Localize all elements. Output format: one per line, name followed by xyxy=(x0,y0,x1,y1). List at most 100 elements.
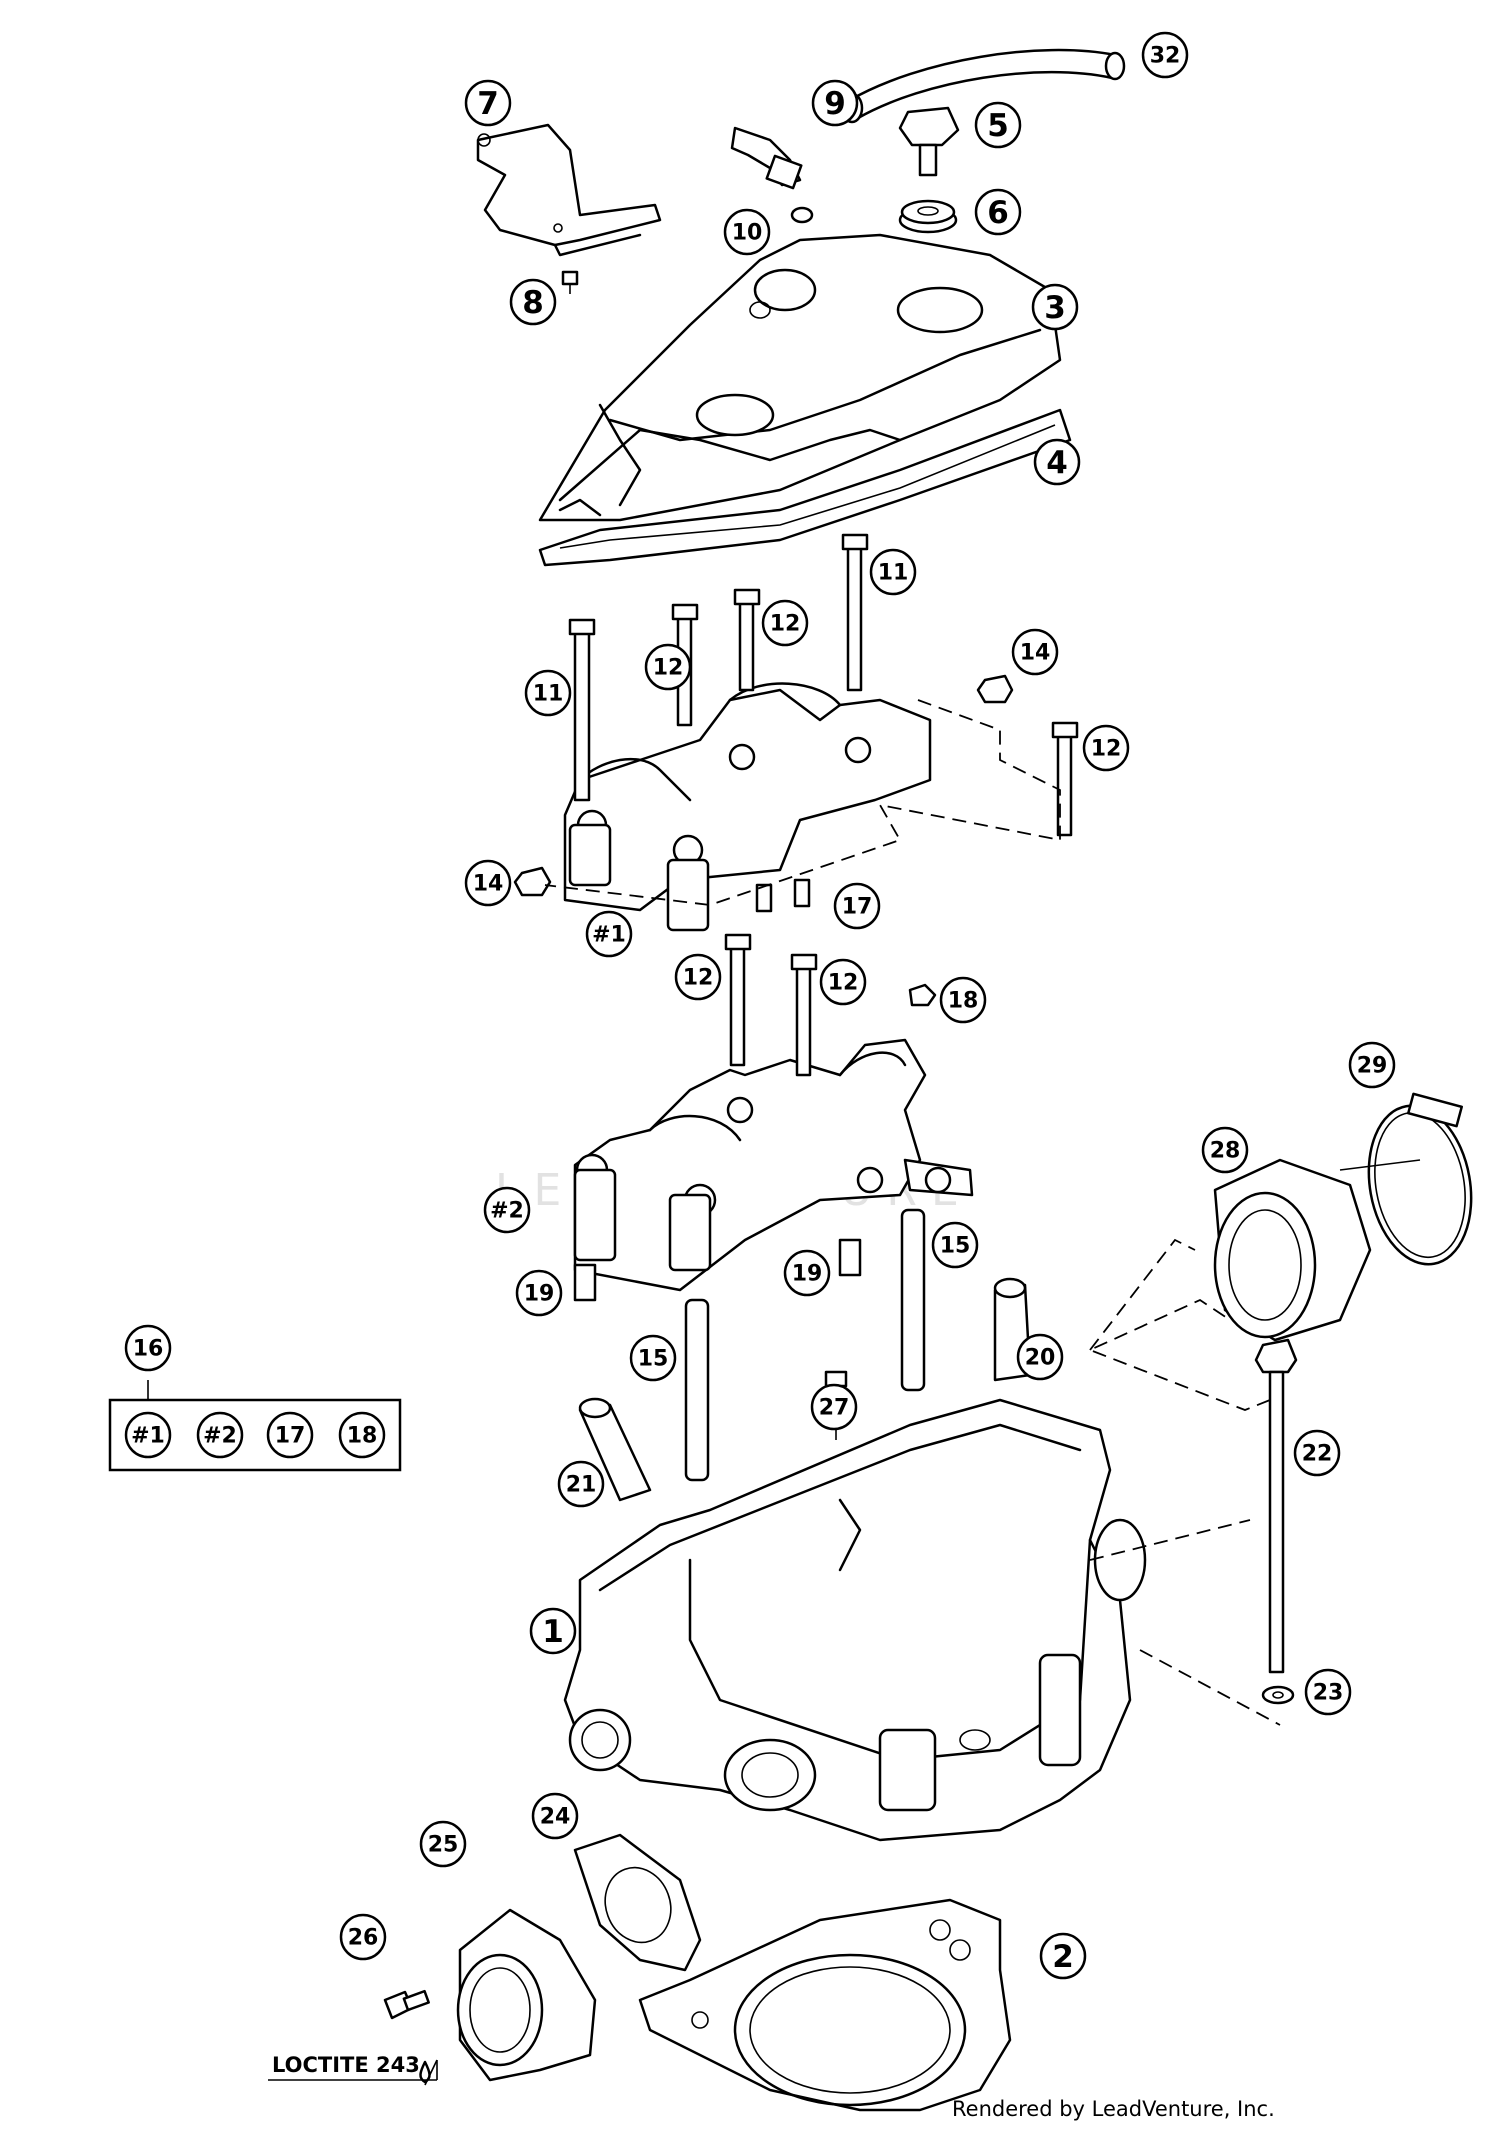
callout-label: 19 xyxy=(524,1282,555,1307)
callout-8: 8 xyxy=(509,278,557,326)
callout-circle xyxy=(557,1460,605,1508)
callout-label: 19 xyxy=(792,1262,823,1287)
callout-17: 17 xyxy=(833,882,881,930)
callout-32: 32 xyxy=(1141,31,1189,79)
callout-circle xyxy=(531,1792,579,1840)
callout-circle xyxy=(783,1249,831,1297)
callout-24: 24 xyxy=(531,1792,579,1840)
callout-3: 3 xyxy=(1031,283,1079,331)
callout-label: 26 xyxy=(348,1926,379,1951)
callout-circle xyxy=(644,643,692,691)
exhaust-flange xyxy=(456,1908,597,2082)
kit-item: #2 xyxy=(196,1411,244,1459)
callout-11: 11 xyxy=(524,669,572,717)
callout-6: 6 xyxy=(974,188,1022,236)
callout-circle xyxy=(1082,724,1130,772)
callout-label: 12 xyxy=(653,656,684,681)
callout-26: 26 xyxy=(339,1913,387,1961)
callout-circle xyxy=(124,1324,172,1372)
callout-29: 29 xyxy=(1348,1041,1396,1089)
callout-circle xyxy=(974,188,1022,236)
exhaust-gasket xyxy=(573,1833,702,1972)
callout-num1: #1 xyxy=(585,910,633,958)
callout-circle xyxy=(1031,283,1079,331)
callout-label: 5 xyxy=(987,108,1009,144)
valve-cover xyxy=(538,233,1062,522)
loctite-label: LOCTITE 243 xyxy=(272,2053,420,2077)
callout-circle xyxy=(1304,1668,1352,1716)
callout-label: 14 xyxy=(473,872,504,897)
bracket xyxy=(476,123,662,257)
callout-label: 10 xyxy=(732,221,763,246)
callout-circle xyxy=(524,669,572,717)
upper-bridge-bolts xyxy=(513,533,1079,897)
callout-circle xyxy=(1201,1126,1249,1174)
callout-label: 21 xyxy=(566,1473,597,1498)
callout-circle xyxy=(464,79,512,127)
callout-12: 12 xyxy=(819,958,867,1006)
callout-4: 4 xyxy=(1033,438,1081,486)
callout-19: 19 xyxy=(783,1249,831,1297)
callout-label: 17 xyxy=(842,895,873,920)
elbow-fitting xyxy=(730,126,803,190)
kit-item-circle xyxy=(124,1411,172,1459)
callout-label: 18 xyxy=(948,989,979,1014)
callout-label: 23 xyxy=(1313,1681,1344,1706)
kit-item-label: 18 xyxy=(347,1424,378,1449)
callout-9: 9 xyxy=(811,79,859,127)
callout-label: 2 xyxy=(1052,1939,1074,1975)
callout-label: 15 xyxy=(638,1347,669,1372)
small-screw xyxy=(561,270,579,294)
cam-bridge-upper xyxy=(563,682,932,932)
callout-label: #1 xyxy=(592,923,626,948)
callout-label: 32 xyxy=(1150,44,1181,69)
callout-circle xyxy=(515,1269,563,1317)
valve-cover-gasket xyxy=(538,408,1072,567)
callout-label: 28 xyxy=(1210,1139,1241,1164)
callout-label: 12 xyxy=(770,612,801,637)
callout-circle xyxy=(674,953,722,1001)
callout-circle xyxy=(509,278,557,326)
callout-7: 7 xyxy=(464,79,512,127)
callout-18: 18 xyxy=(939,976,987,1024)
flange-bolt xyxy=(383,1989,431,2084)
kit-item-label: #2 xyxy=(203,1424,237,1449)
callout-label: 14 xyxy=(1020,641,1051,666)
callout-circle xyxy=(1141,31,1189,79)
kit-item-label: #1 xyxy=(131,1424,165,1449)
callout-label: 12 xyxy=(1091,737,1122,762)
kit-item: 17 xyxy=(266,1411,314,1459)
callout-11: 11 xyxy=(869,548,917,596)
callout-12: 12 xyxy=(1082,724,1130,772)
callout-circle xyxy=(811,79,859,127)
callout-circle xyxy=(1293,1429,1341,1477)
cylinder-head xyxy=(563,1398,1147,1842)
callout-1: 1 xyxy=(529,1607,577,1655)
callout-circle xyxy=(939,976,987,1024)
callout-5: 5 xyxy=(974,101,1022,149)
cam-bridge-lower xyxy=(573,1038,974,1302)
leader-lines xyxy=(1087,1159,1421,1726)
callout-27: 27 xyxy=(810,1383,858,1431)
cover-bolt xyxy=(898,106,960,177)
callout-25: 25 xyxy=(419,1820,467,1868)
callout-label: 27 xyxy=(819,1396,850,1421)
callout-2: 2 xyxy=(1039,1932,1087,1980)
callout-label: 15 xyxy=(940,1234,971,1259)
callout-num2: #2 xyxy=(483,1186,531,1234)
callout-circle xyxy=(833,882,881,930)
studs xyxy=(684,1208,926,1482)
kit-items: #1 #2 17 18 xyxy=(124,1411,386,1459)
hose-clamp xyxy=(1367,1092,1473,1266)
lower-bridge-bolts xyxy=(724,933,937,1077)
callout-20: 20 xyxy=(1016,1333,1064,1381)
callout-label: 8 xyxy=(522,285,544,321)
callout-15: 15 xyxy=(629,1334,677,1382)
callout-28: 28 xyxy=(1201,1126,1249,1174)
callout-label: #2 xyxy=(490,1199,524,1224)
callout-label: 12 xyxy=(683,966,714,991)
credit-text: Rendered by LeadVenture, Inc. xyxy=(952,2097,1275,2121)
callout-label: 16 xyxy=(133,1337,164,1362)
callout-circle xyxy=(869,548,917,596)
